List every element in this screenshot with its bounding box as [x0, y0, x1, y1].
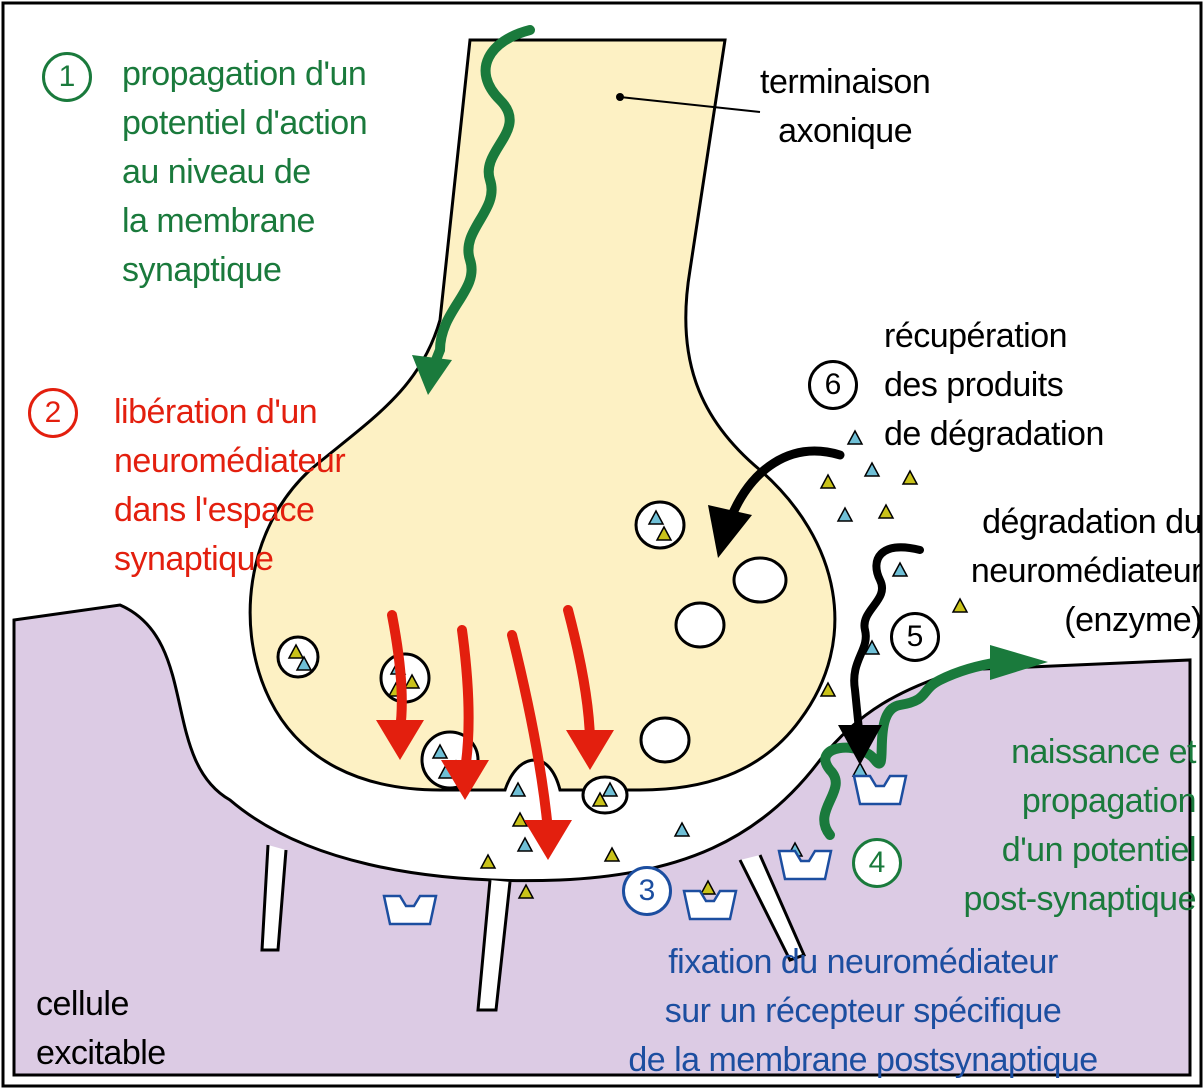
step-5-label: dégradation du neuromédiateur (enzyme): [916, 498, 1202, 645]
neuromediator-molecule: [821, 475, 835, 488]
neuromediator-molecule: [821, 683, 835, 696]
neuromediator-molecule: [903, 471, 917, 484]
step-4-label: naissance et propagation d'un potentiel …: [900, 728, 1196, 924]
neuromediator-molecule: [879, 505, 893, 518]
vesicle: [641, 718, 689, 762]
step-2-badge: 2: [28, 388, 78, 438]
neuromediator-molecule: [513, 813, 527, 826]
step-3-label: fixation du neuromédiateur sur un récept…: [548, 938, 1178, 1085]
vesicle: [636, 502, 684, 548]
step-1-badge: 1: [42, 52, 92, 102]
neuromediator-molecule: [838, 508, 852, 521]
step-1-label: propagation d'un potentiel d'action au n…: [122, 50, 367, 295]
step-6-badge: 6: [808, 360, 858, 410]
neuromediator-molecule: [848, 431, 862, 444]
neuromediator-molecule: [511, 783, 525, 796]
vesicle: [734, 558, 786, 602]
vesicle: [676, 603, 724, 647]
neuromediator-molecule: [518, 838, 532, 851]
neuromediator-molecule: [893, 563, 907, 576]
step-4-badge: 4: [852, 838, 902, 888]
release-arrowhead: [524, 820, 572, 860]
neuromediator-molecule: [605, 848, 619, 861]
neuromediator-molecule: [865, 463, 879, 476]
pointer-dot: [616, 93, 624, 101]
step-6-label: récupération des produits de dégradation: [884, 312, 1104, 459]
step-2-label: libération d'un neuromédiateur dans l'es…: [114, 388, 345, 584]
neuromediator-molecule: [675, 823, 689, 836]
neuromediator-molecule: [481, 855, 495, 868]
cell-label: cellule excitable: [36, 980, 166, 1078]
step-3-badge: 3: [622, 866, 672, 916]
terminal-label: terminaison axonique: [760, 58, 930, 156]
